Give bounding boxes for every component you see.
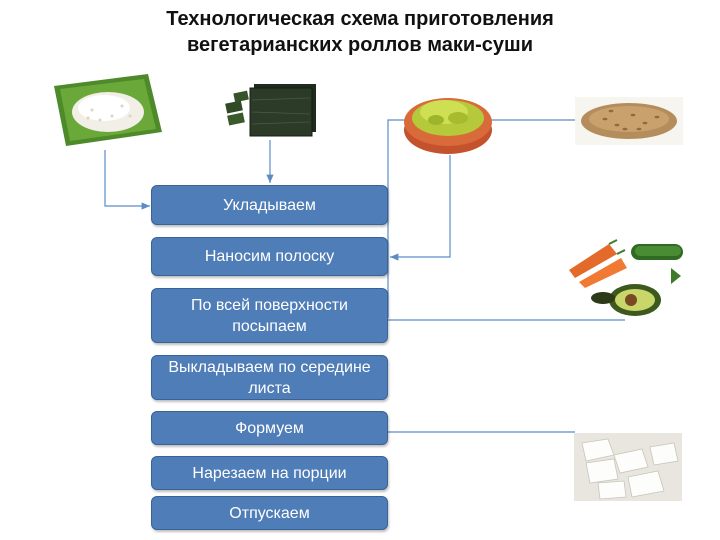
connector-wasabi — [390, 155, 451, 261]
step-apply-strip: Наносим полоску — [151, 237, 388, 276]
vegetables-image — [569, 239, 683, 316]
step-lay: Укладываем — [151, 185, 388, 225]
tofu-image — [574, 433, 682, 501]
step-form: Формуем — [151, 411, 388, 445]
page-title: Технологическая схема приготовления веге… — [0, 6, 720, 58]
step-cut: Нарезаем на порции — [151, 456, 388, 490]
connector-sesame — [387, 119, 575, 318]
sesame-image — [575, 97, 683, 145]
step-lay-out: Выкладываем по середине листа — [151, 355, 388, 400]
nori-image — [225, 84, 316, 137]
connector-rice — [104, 150, 150, 210]
step-sprinkle: По всей поверхности посыпаем — [151, 288, 388, 343]
title-line-2: вегетарианских роллов маки-суши — [186, 34, 534, 56]
rice-plate-image — [54, 74, 162, 146]
title-line-1: Технологическая схема приготовления — [166, 8, 554, 30]
step-serve: Отпускаем — [151, 496, 388, 530]
wasabi-bowl-image — [404, 98, 492, 154]
